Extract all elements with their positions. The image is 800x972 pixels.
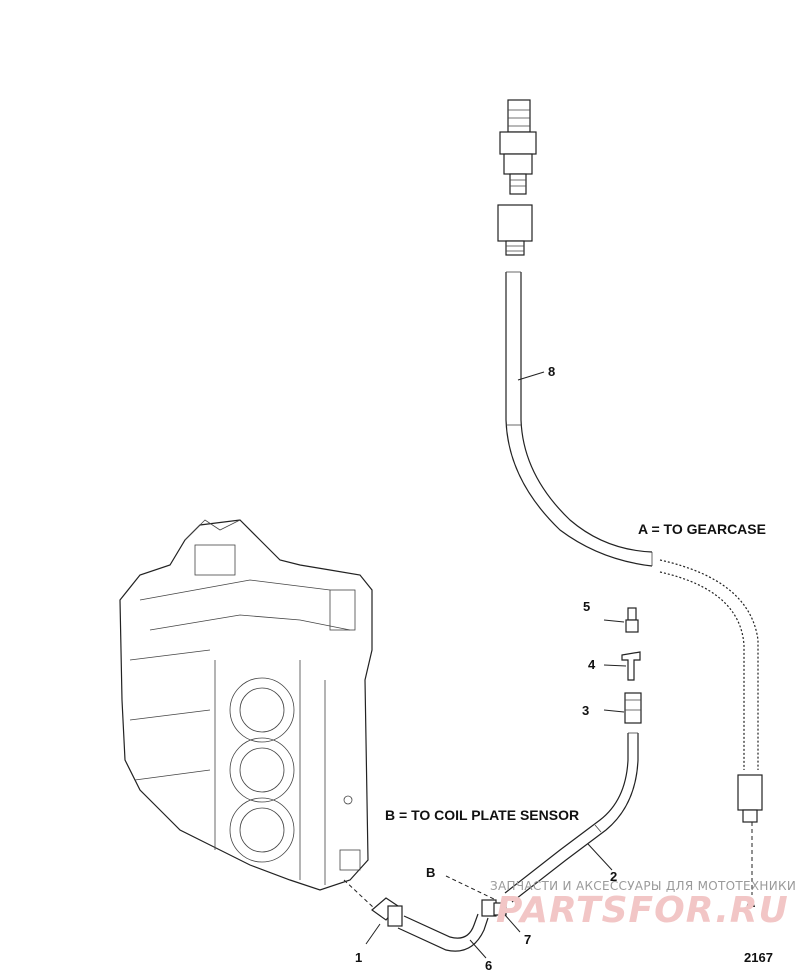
callout-3: 3: [582, 703, 589, 718]
leader-b: [445, 875, 497, 901]
note-b-to-coil-plate-sensor: B = TO COIL PLATE SENSOR: [385, 807, 579, 823]
figure-number: 2167: [744, 950, 773, 965]
quick-connector-fitting: [499, 99, 537, 195]
note-a-to-gearcase: A = TO GEARCASE: [638, 521, 766, 537]
endpoint-a: A: [746, 895, 756, 910]
endpoint-b: B: [426, 865, 435, 880]
callout-6: 6: [485, 958, 492, 972]
part-4-plug: [603, 651, 641, 681]
callout-8: 8: [548, 364, 555, 379]
part-7-coupler: [481, 899, 521, 933]
callout-5: 5: [583, 599, 590, 614]
watermark-logo: PARTSFOR.RU: [496, 890, 789, 931]
hose-2: [504, 732, 639, 903]
part-3-connector: [603, 692, 642, 724]
callout-7: 7: [524, 932, 531, 947]
callout-4: 4: [588, 657, 596, 672]
hose-a-to-gearcase: [659, 559, 763, 895]
part-5-pin: [603, 607, 639, 633]
watermark-text: ЗАПЧАСТИ И АКСЕССУАРЫ ДЛЯ МОТОТЕХНИКИ: [490, 879, 796, 893]
svg-text:PARTSFOR.RU: PARTSFOR.RU: [496, 890, 789, 931]
hose-adapter: [497, 204, 533, 256]
part-1-fitting: [343, 879, 403, 945]
callout-2: 2: [610, 869, 617, 884]
engine-block: [119, 519, 373, 891]
callout-1: 1: [355, 950, 362, 965]
hose-8: [505, 271, 653, 567]
hose-6: [397, 913, 489, 959]
leader-8: [517, 371, 545, 381]
